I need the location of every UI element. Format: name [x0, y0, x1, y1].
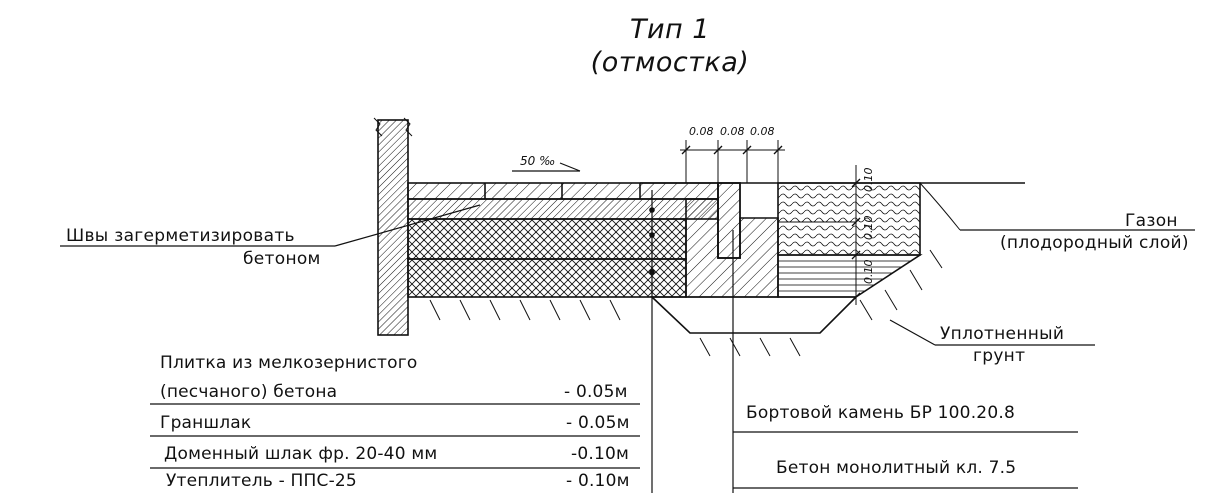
callout-curb: Бортовой камень БР 100.20.8: [746, 403, 1015, 423]
dim-top-1: 0.08: [689, 125, 714, 138]
dim-vertical-1: 0.10: [862, 167, 875, 193]
layer-3-thickness: -0.10м: [571, 444, 630, 464]
layer-1-thickness: - 0.05м: [564, 382, 628, 402]
callout-soil-line-1: Уплотненный: [940, 324, 1065, 344]
lawn-section: [777, 182, 923, 298]
slope-indicator: [512, 162, 581, 172]
layer-4-thickness: - 0.10м: [566, 471, 630, 491]
slag-layer: [407, 218, 687, 260]
granslag-layer: [407, 198, 719, 220]
building-wall: [373, 117, 413, 336]
layers-table-lines: [150, 403, 640, 469]
callout-lawn-line-2: (плодородный слой): [1000, 233, 1189, 253]
tile-layer: [407, 182, 719, 200]
title-line-1: Тип 1: [630, 14, 710, 45]
dim-top-3: 0.08: [750, 125, 775, 138]
curb-stone: [717, 182, 741, 259]
callout-concrete: Бетон монолитный кл. 7.5: [776, 458, 1017, 478]
callout-seams-line-2: бетоном: [243, 249, 321, 269]
slope-label: 50 ‰: [520, 154, 556, 168]
layer-4-name: Утеплитель - ППС-25: [166, 471, 357, 491]
top-dimension-chain: [680, 140, 785, 183]
layer-3-name: Доменный шлак фр. 20-40 мм: [164, 444, 438, 464]
layer-1-name-line-2: (песчаного) бетона: [160, 382, 338, 402]
leader-lines: [60, 204, 1195, 493]
callout-lawn-line-1: Газон: [1125, 211, 1178, 231]
callout-seams-line-1: Швы загерметизировать: [66, 226, 295, 246]
insulation-layer: [407, 258, 687, 298]
layer-markers: [649, 190, 655, 493]
soil-hatching: [429, 249, 943, 357]
vertical-dimension-chain: [851, 165, 861, 305]
callout-soil-line-2: грунт: [973, 346, 1026, 366]
layer-2-thickness: - 0.05м: [566, 413, 630, 433]
dim-vertical-2: 0.10: [862, 215, 875, 241]
layer-2-name: Граншлак: [160, 413, 252, 433]
ground-line: [640, 182, 1025, 231]
layer-1-name-line-1: Плитка из мелкозернистого: [160, 353, 418, 373]
dim-vertical-3: 0.10: [862, 259, 875, 285]
title-line-2: (отмостка): [590, 47, 750, 78]
dim-top-2: 0.08: [720, 125, 745, 138]
